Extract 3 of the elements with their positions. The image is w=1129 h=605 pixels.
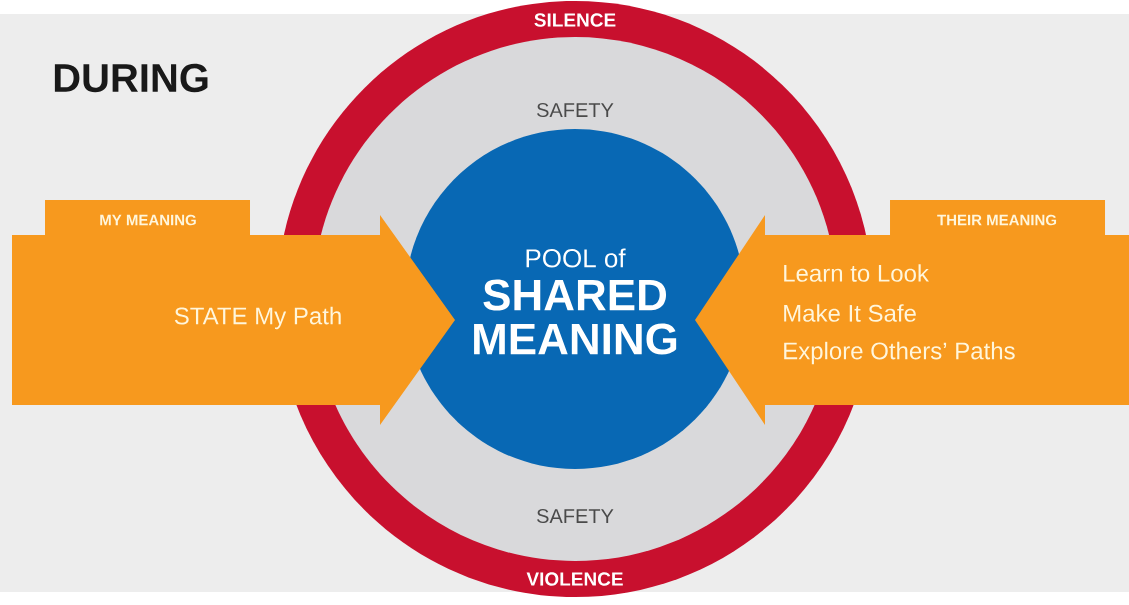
diagram-title: DURING (54, 63, 208, 93)
tab-label: MY MEANING (45, 200, 250, 236)
tab-label: THEIR MEANING (890, 200, 1105, 236)
